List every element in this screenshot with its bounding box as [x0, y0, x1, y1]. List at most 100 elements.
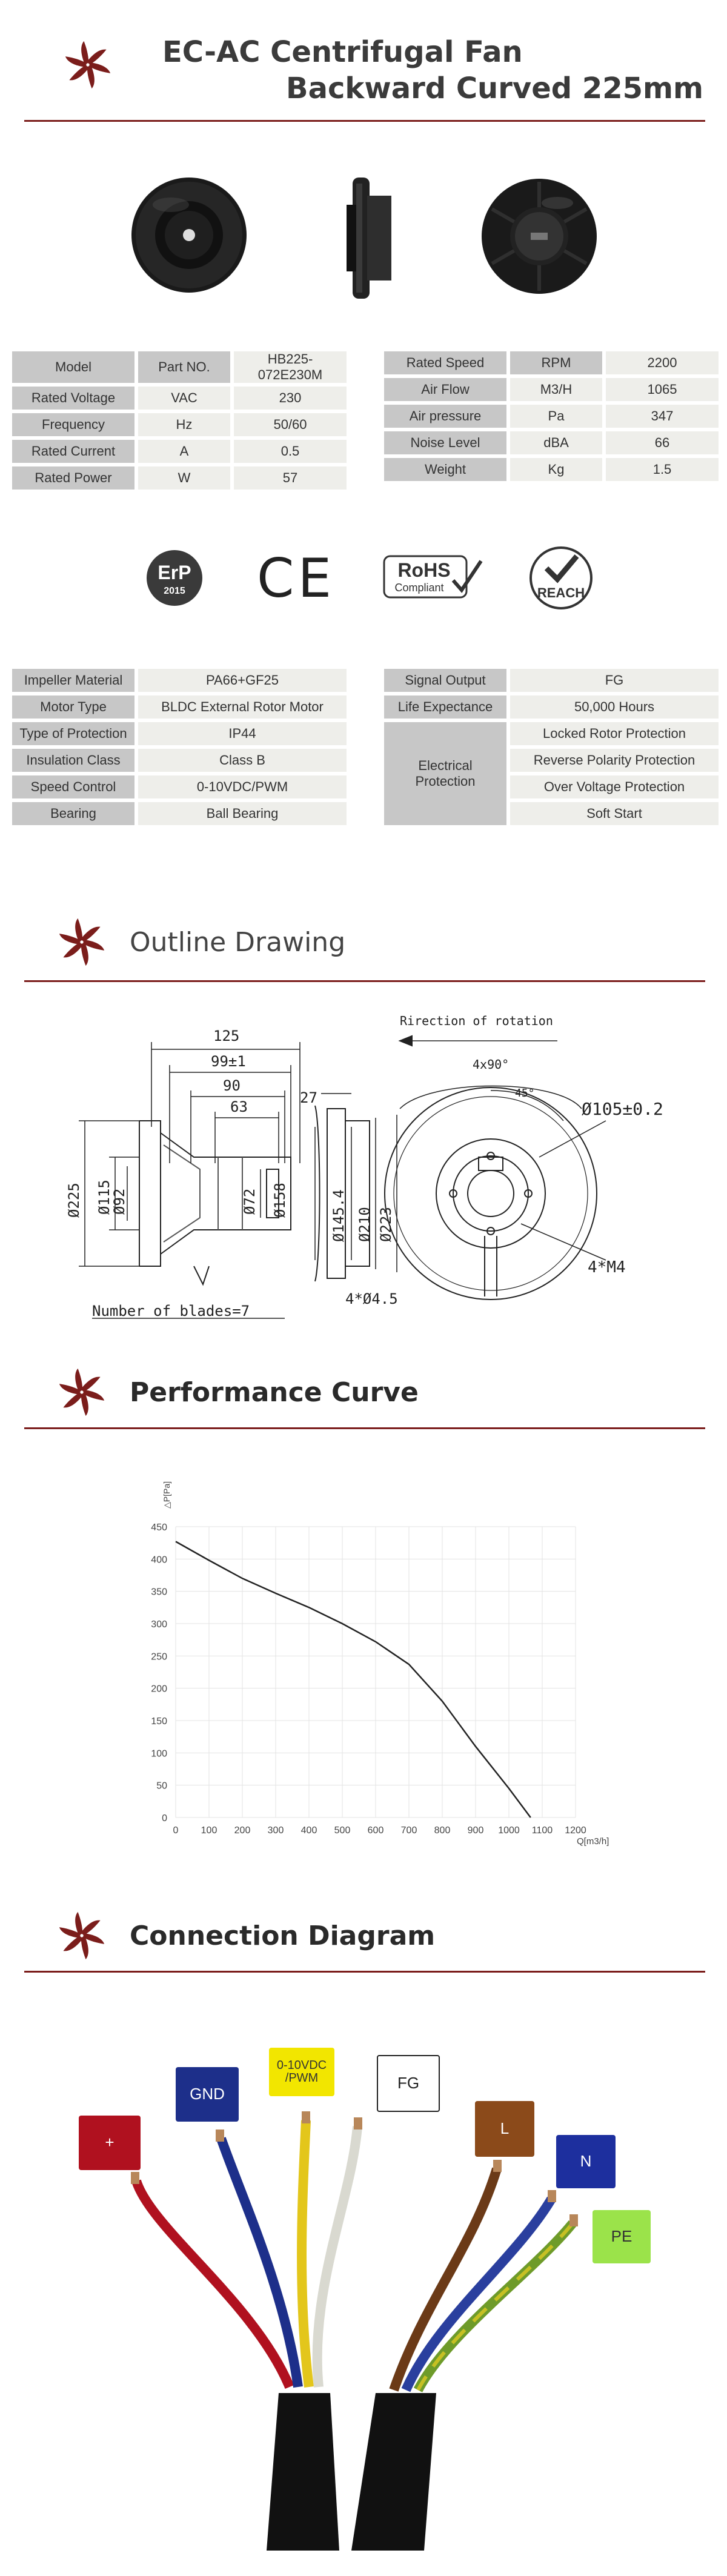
table-cell: 0-10VDC/PWM: [138, 775, 347, 798]
performance-section-rule: [24, 1427, 705, 1429]
blades-text: Number of blades=7: [92, 1303, 250, 1320]
dim-side-1: Ø210: [356, 1207, 373, 1242]
table-cell: 1.5: [606, 458, 719, 481]
fan-photo-front: [131, 178, 247, 293]
table-cell: Class B: [138, 749, 347, 772]
x-tick-label: 0: [173, 1825, 179, 1836]
dim-mid-0: Ø72: [241, 1189, 258, 1215]
table-row: Impeller Material PA66+GF25: [12, 669, 347, 692]
erp-year: 2015: [164, 586, 185, 596]
wire-label-0-10vdc-text: 0-10VDC /PWM: [276, 2059, 327, 2085]
y-tick-label: 250: [151, 1651, 167, 1662]
ce-mark-icon: CE: [257, 547, 336, 609]
y-tick-label: 150: [151, 1716, 167, 1727]
rotation-text: Rirection of rotation: [400, 1014, 553, 1028]
fan-photo-rear: [482, 179, 597, 294]
table-cell: Part NO.: [138, 351, 230, 383]
dim-side-0: Ø145.4: [330, 1189, 347, 1242]
table-cell: 66: [606, 431, 719, 454]
x-tick-label: 200: [234, 1825, 251, 1836]
table-cell: dBA: [510, 431, 602, 454]
outline-drawing: 125 99±1 90 63 Ø225 Ø115 Ø92 Ø72 Ø158 27…: [65, 1014, 663, 1320]
table-row: Soft Start: [384, 802, 719, 825]
table-cell: Soft Start: [510, 802, 719, 825]
x-axis-label: Q[m3/h]: [577, 1836, 609, 1847]
rohs-text: RoHS: [397, 559, 450, 581]
table-cell: Reverse Polarity Protection: [510, 749, 719, 772]
table-row: Speed Control 0-10VDC/PWM: [12, 775, 347, 798]
table-cell: Rated Voltage: [12, 387, 134, 410]
y-tick-label: 50: [156, 1781, 167, 1791]
table-cell: 50/60: [234, 413, 347, 436]
table-row: Model Part NO. HB225-072E230M: [12, 351, 347, 383]
table-row: Electrical Protection Locked Rotor Prote…: [384, 722, 719, 825]
table-row: Weight Kg 1.5: [384, 458, 719, 481]
table-cell: 347: [606, 405, 719, 428]
holes-text: 4*Ø4.5: [345, 1290, 398, 1307]
header-rule: [24, 120, 705, 122]
table-cell: Noise Level: [384, 431, 506, 454]
connection-section-title: Connection Diagram: [130, 1920, 436, 1951]
x-tick-label: 1000: [498, 1825, 520, 1836]
page-title-line-1: EC-AC Centrifugal Fan: [162, 35, 523, 69]
table-cell: FG: [510, 669, 719, 692]
table-cell: 2200: [606, 351, 719, 374]
x-tick-label: 600: [368, 1825, 384, 1836]
x-tick-label: 1200: [565, 1825, 586, 1836]
table-row: Rated Current A 0.5: [12, 440, 347, 463]
table-cell: Bearing: [12, 802, 134, 825]
table-cell: Insulation Class: [12, 749, 134, 772]
table-cell: Speed Control: [12, 775, 134, 798]
y-tick-label: 0: [162, 1813, 167, 1824]
x-tick-label: 400: [301, 1825, 317, 1836]
table-cell: Model: [12, 351, 134, 383]
feature-table-right: Signal Output FG Life Expectance 50,000 …: [380, 665, 722, 829]
table-cell: Air pressure: [384, 405, 506, 428]
wire-label-l: L: [475, 2101, 534, 2157]
connection-section-logo-icon: [59, 1911, 105, 1960]
spec-table-left: Model Part NO. HB225-072E230M Rated Volt…: [8, 348, 350, 493]
table-cell: HB225-072E230M: [234, 351, 347, 383]
table-cell: Type of Protection: [12, 722, 134, 745]
table-row: Reverse Polarity Protection: [384, 749, 719, 772]
table-row: Insulation Class Class B: [12, 749, 347, 772]
table-cell: Rated Speed: [384, 351, 506, 374]
dim-top-3: 63: [230, 1098, 248, 1115]
table-cell: Life Expectance: [384, 695, 506, 719]
table-row: Rated Voltage VAC 230: [12, 387, 347, 410]
table-cell: 230: [234, 387, 347, 410]
table-cell: Kg: [510, 458, 602, 481]
table-cell: 0.5: [234, 440, 347, 463]
table-row: Motor Type BLDC External Rotor Motor: [12, 695, 347, 719]
y-tick-label: 300: [151, 1619, 167, 1630]
table-cell: Impeller Material: [12, 669, 134, 692]
table-row: Bearing Ball Bearing: [12, 802, 347, 825]
table-row: Air pressure Pa 347: [384, 405, 719, 428]
wiring-diagram: [131, 2111, 578, 2551]
fan-photo-side: [347, 178, 391, 299]
erp-badge-icon: ErP 2015: [147, 550, 202, 606]
x-tick-label: 900: [468, 1825, 484, 1836]
table-cell: W: [138, 466, 230, 490]
table-row: Type of Protection IP44: [12, 722, 347, 745]
y-tick-label: 200: [151, 1684, 167, 1695]
table-cell: Pa: [510, 405, 602, 428]
page-title-line-2: Backward Curved 225mm: [286, 71, 704, 105]
table-row: Life Expectance 50,000 Hours: [384, 695, 719, 719]
feature-table-left: Impeller Material PA66+GF25 Motor Type B…: [8, 665, 350, 829]
table-cell: Frequency: [12, 413, 134, 436]
y-tick-label: 100: [151, 1748, 167, 1759]
table-cell: M3/H: [510, 378, 602, 401]
wire-label-0-10vdc-pwm: 0-10VDC /PWM: [269, 2048, 334, 2096]
brand-logo-icon: [65, 41, 111, 89]
table-cell: VAC: [138, 387, 230, 410]
hub-diameter-text: Ø105±0.2: [582, 1099, 663, 1119]
table-row: Over Voltage Protection: [384, 775, 719, 798]
table-cell: Over Voltage Protection: [510, 775, 719, 798]
x-tick-label: 300: [268, 1825, 284, 1836]
outline-section-logo-icon: [59, 918, 105, 966]
dim-left-2: Ø92: [111, 1189, 128, 1215]
y-axis-label: △P[Pa]: [162, 1481, 171, 1509]
spec-table-right: Rated Speed RPM 2200 Air Flow M3/H 1065 …: [380, 348, 722, 485]
